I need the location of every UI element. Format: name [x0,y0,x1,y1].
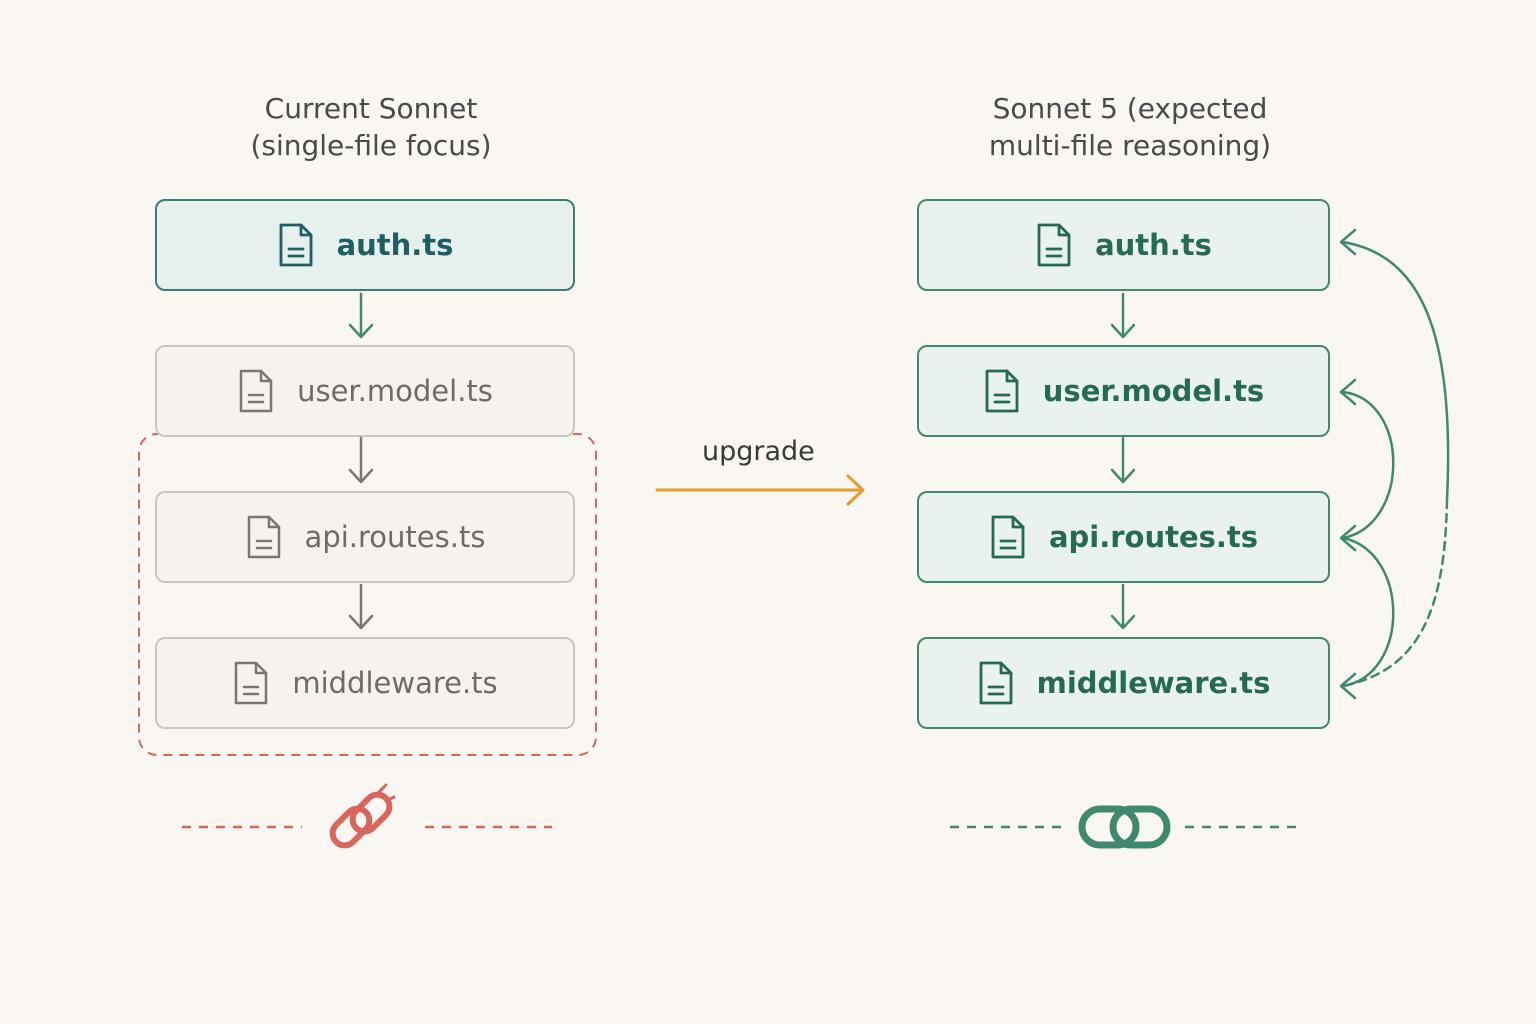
left-arrow-1 [348,292,374,339]
link-icon [1078,805,1171,849]
file-icon [279,223,312,267]
left-arrow-3 [348,583,374,630]
curve-arrowhead-user [1339,378,1357,406]
upgrade-arrow [655,474,865,506]
right-column-title: Sonnet 5 (expected multi-file reasoning) [930,90,1330,164]
right-arrow-1 [1110,292,1136,339]
file-name: api.routes.ts [304,520,486,554]
file-name: user.model.ts [297,374,493,408]
file-name: auth.ts [336,228,454,262]
file-icon [239,369,273,413]
left-file-auth[interactable]: auth.ts [155,199,575,291]
right-file-middleware[interactable]: middleware.ts [917,637,1330,729]
file-icon [247,515,280,559]
left-file-middleware[interactable]: middleware.ts [155,637,575,729]
right-file-auth[interactable]: auth.ts [917,199,1330,291]
left-column-title: Current Sonnet (single-file focus) [171,90,571,164]
curve-arrowhead-api [1339,524,1357,552]
file-icon [235,661,268,705]
dependency-curve-outer-dashed [1341,498,1449,688]
file-icon [985,369,1019,413]
file-icon [1037,223,1071,267]
file-icon [991,515,1025,559]
left-arrow-2 [348,436,374,484]
upgrade-label: upgrade [702,436,815,467]
right-file-user-model[interactable]: user.model.ts [917,345,1330,437]
file-name: user.model.ts [1042,374,1265,408]
left-title-line1: Current Sonnet [264,92,478,125]
dependency-curve-upper [1341,390,1395,540]
left-file-api-routes[interactable]: api.routes.ts [155,491,575,583]
dependency-curve-outer [1341,240,1450,502]
file-name: auth.ts [1095,228,1212,262]
dependency-curve-lower [1341,536,1395,688]
right-file-api-routes[interactable]: api.routes.ts [917,491,1330,583]
broken-link-icon [329,783,396,849]
right-arrow-3 [1110,583,1136,630]
left-file-user-model[interactable]: user.model.ts [155,345,575,437]
file-name: middleware.ts [1036,666,1271,700]
curve-arrowhead-auth [1339,228,1357,256]
file-name: api.routes.ts [1048,520,1259,554]
file-icon [979,661,1013,705]
right-title-line2: multi-file reasoning) [988,129,1272,162]
file-name: middleware.ts [292,666,498,700]
curve-arrowhead-middleware [1339,672,1357,700]
right-arrow-2 [1110,436,1136,484]
right-title-line1: Sonnet 5 (expected [992,92,1268,125]
left-title-line2: (single-file focus) [250,129,492,162]
